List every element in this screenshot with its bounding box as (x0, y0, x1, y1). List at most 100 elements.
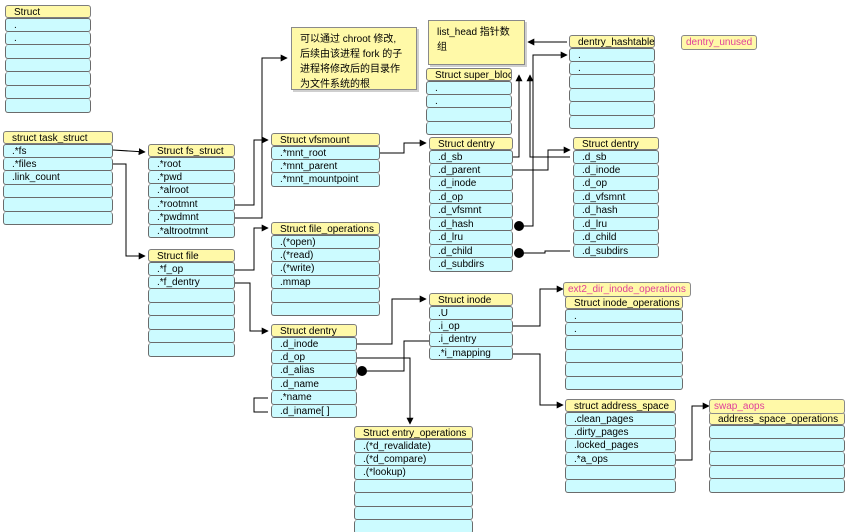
task-struct-box: struct task_struct.*fs.*files.link_count (3, 131, 113, 225)
field-row: .link_count (3, 171, 113, 185)
field-row: . (565, 309, 683, 323)
field-row: .d_alias (271, 364, 357, 378)
field-row: .d_sb (429, 150, 513, 164)
field-row (354, 506, 473, 520)
wire-dchild (519, 250, 570, 254)
field-row: . (426, 81, 512, 95)
field-row (148, 316, 235, 330)
super-block-box: Struct super_block.. (426, 68, 512, 135)
field-row (565, 363, 683, 377)
box-title: Struct (5, 5, 91, 18)
field-row: .*fs (3, 144, 113, 158)
field-row (5, 58, 91, 72)
wire-dparent (513, 146, 571, 171)
chroot-note-line: 进程将修改后的目录作 (300, 64, 400, 75)
file-box: Struct file.*f_op.*f_dentry (148, 249, 235, 357)
field-row (426, 121, 512, 135)
box-title: Struct file_operations (271, 222, 380, 235)
dentry-unused-label: dentry_unused (681, 35, 758, 50)
field-row (3, 211, 113, 225)
wire-dalias (362, 340, 429, 372)
field-row: .d_child (429, 244, 513, 258)
field-row: .d_iname[ ] (271, 404, 357, 418)
wire-fs (112, 148, 146, 156)
field-row (271, 289, 380, 303)
field-row (569, 115, 655, 129)
box-title: Struct inode_operations (565, 296, 683, 309)
chroot-note-line: 后续由该进程 fork 的子 (300, 49, 403, 60)
wire-dop (357, 357, 414, 425)
field-row: .*rootmnt (148, 197, 235, 211)
list-head-note-line: 组 (437, 42, 447, 53)
field-row (565, 479, 676, 493)
inode-operations-box: Struct inode_operations.. (565, 296, 683, 390)
swap-aops-label: swap_aops (709, 399, 845, 414)
vfsmount-box: Struct vfsmount.*mnt_root.*mnt_parent.*m… (271, 133, 380, 187)
field-row: .clean_pages (565, 412, 676, 426)
field-row: .*f_op (148, 262, 235, 276)
field-row (709, 465, 845, 479)
connector-dot-dchild (514, 248, 524, 258)
field-row (565, 336, 683, 350)
field-row: .*pwd (148, 170, 235, 184)
dentry-hashtable-box: dentry_hashtable.. (569, 35, 655, 129)
field-row (5, 72, 91, 86)
field-row: . (569, 48, 655, 62)
field-row: .d_subdirs (429, 258, 513, 272)
field-row: .*mnt_mountpoint (271, 173, 380, 187)
field-row (5, 99, 91, 113)
field-row: .d_lru (429, 231, 513, 245)
field-row: . (5, 18, 91, 32)
wire-rootmnt (235, 136, 269, 206)
field-row (148, 302, 235, 316)
field-row: .d_hash (429, 217, 513, 231)
field-row: .(*d_compare) (354, 452, 473, 466)
box-title: Struct inode (429, 293, 513, 306)
field-row: .d_op (271, 350, 357, 364)
field-row: . (426, 94, 512, 108)
field-row (3, 198, 113, 212)
field-row: .*i_mapping (429, 346, 513, 360)
field-row: .d_child (573, 231, 659, 245)
dentry-mid-box: Struct dentry.d_sb.d_parent.d_inode.d_op… (429, 137, 513, 272)
box-title: Struct vfsmount (271, 133, 380, 146)
field-row: .*altrootmnt (148, 224, 235, 238)
field-row (709, 479, 845, 493)
chroot-note-line: 为文件系统的根 (300, 79, 370, 90)
field-row (709, 425, 845, 439)
wire-fdentry (235, 282, 269, 335)
field-row: .d_parent (429, 163, 513, 177)
box-title: Struct dentry (429, 137, 513, 150)
field-row: .d_inode (271, 337, 357, 351)
field-row: .*mnt_parent (271, 159, 380, 173)
field-row: .i_dentry (429, 333, 513, 347)
box-title: Struct entry_operations (354, 426, 473, 439)
wire-files (113, 163, 146, 260)
field-row: .dirty_pages (565, 425, 676, 439)
field-row (569, 88, 655, 102)
field-row: .mmap (271, 275, 380, 289)
box-title: Struct super_block (426, 68, 512, 81)
field-row: .d_inode (573, 163, 659, 177)
wire-dhash (519, 51, 568, 227)
field-row: .d_lru (573, 217, 659, 231)
field-row: .d_inode (429, 177, 513, 191)
field-row: .*alroot (148, 184, 235, 198)
field-row (148, 343, 235, 357)
field-row (354, 493, 473, 507)
box-title: Struct dentry (573, 137, 659, 150)
field-row: .d_name (271, 377, 357, 391)
box-title: dentry_hashtable (569, 35, 655, 48)
inode-box: Struct inode.U.i_op.i_dentry.*i_mapping (429, 293, 513, 360)
field-row (426, 108, 512, 122)
entry-operations-box: Struct entry_operations.(*d_revalidate).… (354, 426, 473, 532)
ext2-dir-inode-operations-label: ext2_dir_inode_operations (563, 282, 691, 297)
field-row: .d_vfsmnt (429, 204, 513, 218)
struct-box: Struct.. (5, 5, 91, 113)
field-row: .*pwdmnt (148, 211, 235, 225)
field-row (5, 85, 91, 99)
field-row (354, 520, 473, 532)
field-row (148, 329, 235, 343)
wire-aops (676, 402, 710, 461)
